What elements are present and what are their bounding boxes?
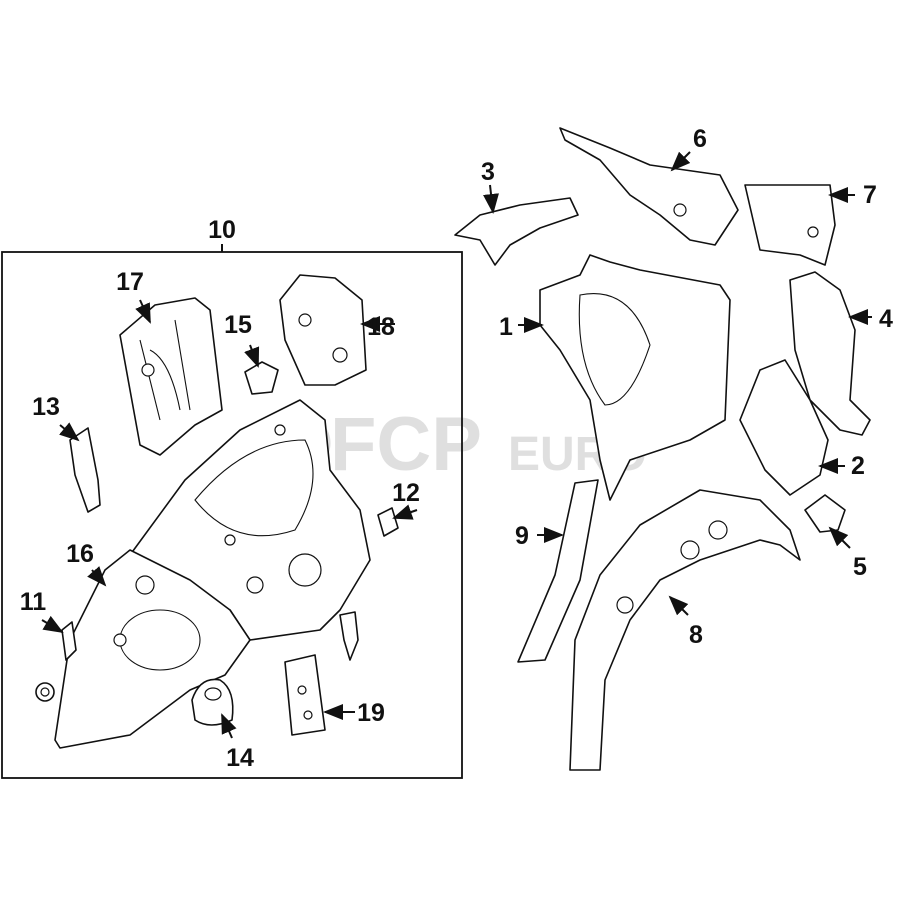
part-9-pillar xyxy=(517,479,599,663)
callout-6: 6 xyxy=(693,125,707,153)
watermark: FCP EURO xyxy=(275,402,647,487)
callout-1: 1 xyxy=(499,313,513,341)
part-grommet xyxy=(35,682,55,702)
callout-16: 17 xyxy=(116,268,144,296)
callout-2: 2 xyxy=(851,452,865,480)
part-2-panel xyxy=(739,359,829,496)
part-14-bracket xyxy=(244,361,279,395)
callout-12: 12 xyxy=(392,479,420,507)
callout-15: 16 xyxy=(66,540,94,568)
callout-5: 5 xyxy=(853,553,867,581)
leader-lines xyxy=(41,151,872,739)
callout-11: 11 xyxy=(20,588,47,616)
part-13-bracket xyxy=(69,427,101,513)
callout-14: 15 xyxy=(224,311,252,339)
callout-19: 19 xyxy=(357,699,385,727)
callout-7: 7 xyxy=(863,181,877,209)
assembly-box xyxy=(1,251,463,779)
part-6-rail xyxy=(559,127,739,246)
callout-18: 18 xyxy=(367,313,395,341)
callout-3: 3 xyxy=(481,158,495,186)
part-small-bracket xyxy=(339,611,359,661)
callout-4: 4 xyxy=(879,305,893,333)
callout-8: 8 xyxy=(689,621,703,649)
part-19-bracket xyxy=(284,654,326,736)
part-3-bracket xyxy=(454,197,579,266)
part-12-clip xyxy=(377,507,399,537)
part-7-bracket xyxy=(744,184,836,266)
callout-9: 9 xyxy=(515,522,529,550)
part-16-inner-panel xyxy=(119,297,223,456)
part-1-quarter-inner xyxy=(539,254,731,501)
part-5-bracket xyxy=(804,494,846,533)
part-11-clip xyxy=(61,621,77,661)
part-8-wheel-arch xyxy=(569,489,801,771)
watermark-brand: FCP xyxy=(330,402,482,487)
part-4-bracket xyxy=(789,271,871,436)
callout-13: 13 xyxy=(32,393,60,421)
part-18-bracket xyxy=(279,274,367,386)
assembly-label-10: 10 xyxy=(208,216,236,244)
callout-17: 14 xyxy=(226,744,254,772)
